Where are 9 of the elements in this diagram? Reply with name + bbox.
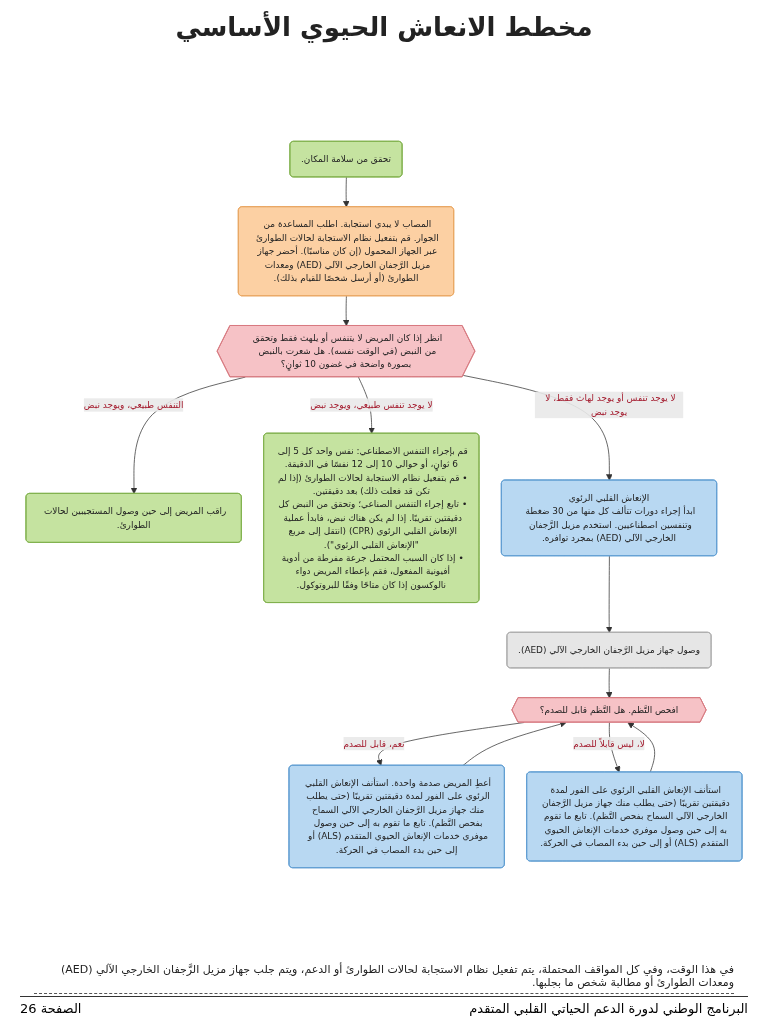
edge-label: التنفس طبيعي، ويوجد نبض	[83, 399, 184, 411]
edge-label: لا يوجد تنفس أو يوجد لهاث فقط، لا يوجد نبض	[545, 393, 676, 417]
title: مخطط الانعاش الحيوي الأساسي	[175, 12, 593, 42]
page-number: الصفحة 26	[20, 1001, 82, 1016]
edge-label: لا يوجد تنفس طبيعي، ويوجد نبض	[310, 399, 433, 411]
edge-label: نعم، قابل للصدم	[343, 738, 405, 749]
footer-text: البرنامج الوطني لدورة الدعم الحياتي القلبي المتقدم	[469, 1001, 748, 1016]
edge-label: لا، ليس قابلاً للصدم	[573, 738, 645, 749]
note: في هذا الوقت، وفي كل المواقف المحتملة، يتم تفعيل نظام الاستجابة لحالات الطوارئ أو الدعم، ويتم جلب جهاز مزيل الرَّجفان الخارجي الآلي (AED) ومعدات الطوارئ أو مطالبة شخص ما بجلبها.	[34, 963, 734, 994]
